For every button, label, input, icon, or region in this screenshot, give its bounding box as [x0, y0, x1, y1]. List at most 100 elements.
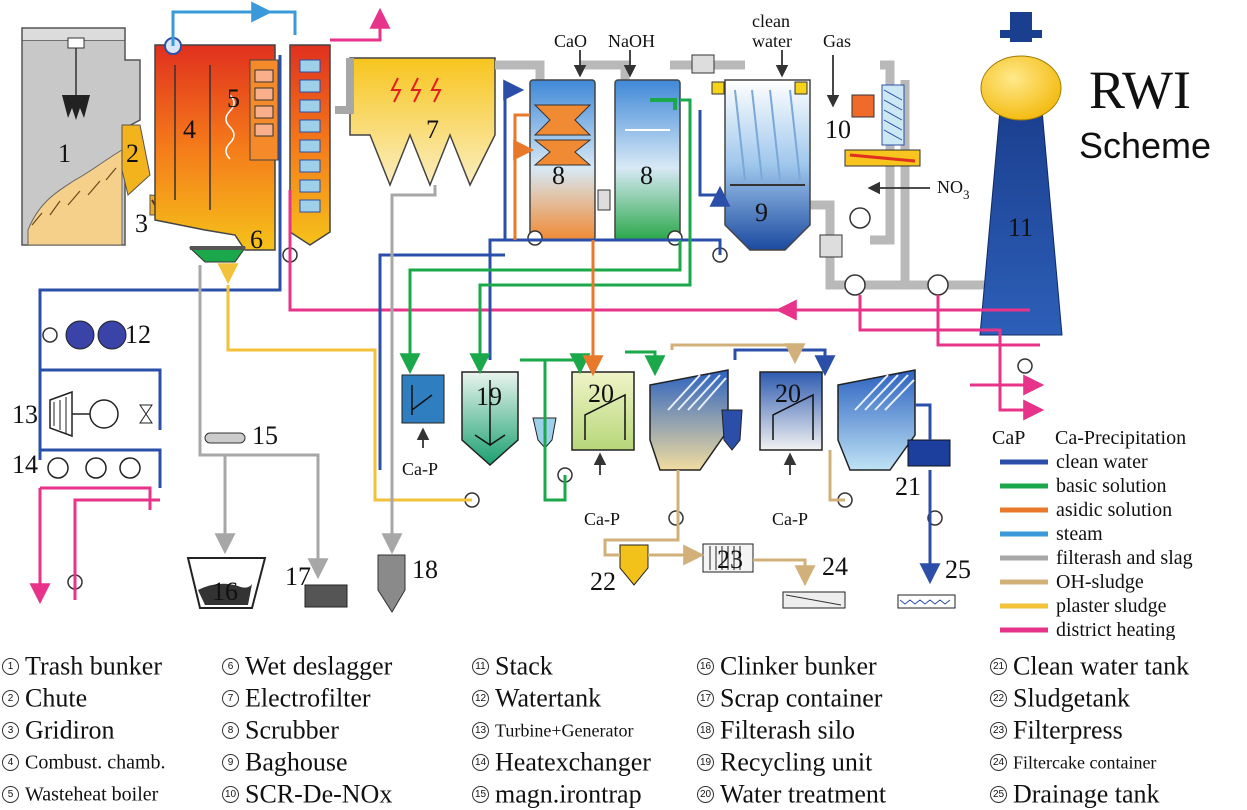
- key-label: SCR-De-NOx: [245, 779, 393, 809]
- label-no3: NO3: [937, 177, 970, 202]
- key-item: 19 Recycling unit: [697, 746, 886, 778]
- key-label: Watertank: [495, 683, 602, 713]
- scrubber-basic: [614, 79, 681, 241]
- heat-exchanger-small: [691, 54, 715, 74]
- key-number: 21: [990, 657, 1007, 675]
- key-item: 10 SCR-De-NOx: [222, 778, 392, 810]
- label-clean-water-2: water: [752, 31, 792, 51]
- water-treatment-1: [571, 371, 635, 451]
- key-label: Water treatment: [720, 779, 887, 809]
- magn-irontrap: [204, 432, 246, 444]
- lamella-settler-2: [837, 369, 916, 471]
- key-label: Chute: [25, 683, 88, 713]
- clean-water-lines: [38, 55, 941, 585]
- scrap-container: [304, 584, 348, 608]
- key-number: 19: [697, 753, 714, 771]
- filtercake-fill: [785, 594, 842, 606]
- key-number: 15: [472, 785, 489, 803]
- watertank: [65, 320, 127, 350]
- scr-de-nox: [819, 84, 921, 258]
- number-21: 21: [895, 472, 921, 501]
- chemical-input-arrows: [416, 50, 930, 475]
- electrofilter: [335, 57, 496, 188]
- label-cap-2: Ca-P: [584, 509, 620, 529]
- key-item: 13 Turbine+Generator: [472, 714, 651, 746]
- sludgetank: [619, 544, 649, 586]
- key-number: 8: [222, 721, 239, 739]
- number-23: 23: [717, 545, 743, 574]
- key-number: 2: [2, 689, 19, 707]
- key-label: Electrofilter: [245, 683, 371, 713]
- drainage-tank: [897, 594, 956, 609]
- steam-lines: [171, 1, 297, 46]
- key-label: Recycling unit: [720, 747, 873, 777]
- key-number: 10: [222, 785, 239, 803]
- district-heating-lines: [29, 7, 1045, 605]
- number-10: 10: [825, 115, 851, 144]
- key-item: 20 Water treatment: [697, 778, 886, 810]
- key-label: Stack: [495, 651, 553, 681]
- filterpress: [702, 543, 754, 573]
- recycling-unit: [461, 371, 519, 467]
- key-number: 5: [2, 785, 19, 803]
- label-cap-3: Ca-P: [772, 509, 808, 529]
- key-number: 13: [472, 721, 489, 739]
- key-number: 3: [2, 721, 19, 739]
- wasteheat-boiler: [249, 44, 331, 246]
- number-7: 7: [426, 115, 439, 144]
- legend-label: OH-sludge: [1056, 571, 1144, 593]
- label-naoh: NaOH: [608, 31, 655, 51]
- number-24: 24: [822, 552, 848, 581]
- key-label: Clinker bunker: [720, 651, 877, 681]
- key-label: Sludgetank: [1013, 683, 1130, 713]
- title-scheme: Scheme: [1079, 125, 1211, 166]
- heatexchanger: [47, 457, 141, 479]
- key-item: 12 Watertank: [472, 682, 651, 714]
- ca-precip-unit-1: [401, 374, 445, 424]
- key-number: 16: [697, 657, 714, 675]
- key-label: Wet deslagger: [245, 651, 393, 681]
- key-number: 24: [990, 753, 1007, 771]
- number-6: 6: [250, 225, 263, 254]
- filterash-lines: [198, 185, 437, 580]
- number-2: 2: [126, 139, 139, 168]
- key-item: 11 Stack: [472, 650, 651, 682]
- filterash-silo: [377, 554, 406, 613]
- legend-label: district heating: [1056, 619, 1175, 640]
- key-number: 25: [990, 785, 1007, 803]
- key-label: Turbine+Generator: [495, 720, 634, 741]
- number-5: 5: [227, 84, 240, 113]
- label-cao: CaO: [554, 31, 587, 51]
- legend-label: steam: [1056, 523, 1103, 545]
- label-gas: Gas: [823, 31, 851, 51]
- key-number: 12: [472, 689, 489, 707]
- key-label: Wasteheat boiler: [25, 783, 159, 806]
- number-13: 13: [12, 400, 38, 429]
- magn-filter-small: [597, 189, 611, 211]
- key-item: 5 Wasteheat boiler: [2, 778, 166, 810]
- legend-header-abbr: CaP: [992, 427, 1025, 449]
- number-8a: 8: [552, 161, 565, 190]
- key-number: 17: [697, 689, 714, 707]
- key-label: Scrap container: [720, 683, 883, 713]
- key-number: 11: [472, 657, 489, 675]
- wet-deslagger: [188, 246, 246, 263]
- key-label: Filterpress: [1013, 715, 1123, 745]
- key-label: Filterash silo: [720, 715, 856, 745]
- key-item: 16 Clinker bunker: [697, 650, 886, 682]
- number-20a: 20: [588, 379, 614, 408]
- key-number: 20: [697, 785, 714, 803]
